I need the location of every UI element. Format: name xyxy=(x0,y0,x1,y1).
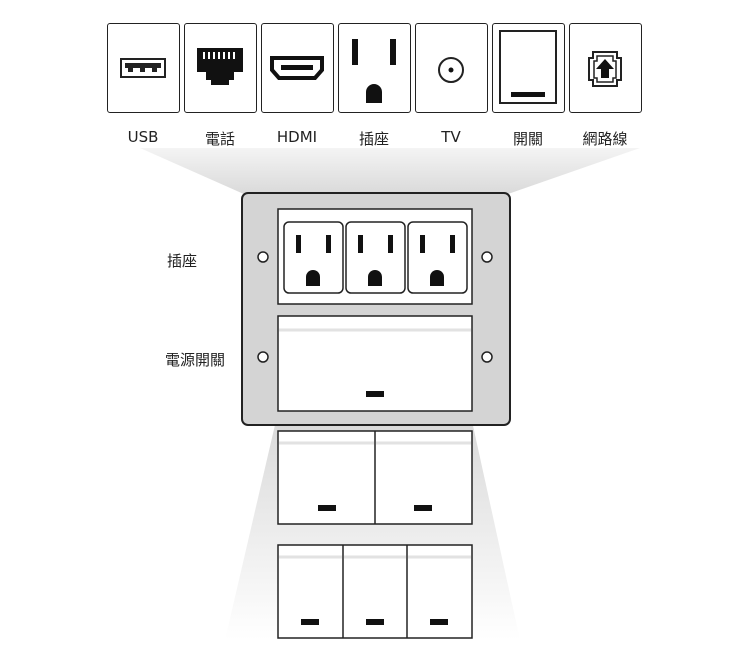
hdmi-port-icon xyxy=(270,56,324,80)
switch-icon-box xyxy=(492,23,565,113)
icon-label-outlet: 插座 xyxy=(358,130,389,148)
screw-icon xyxy=(257,351,269,363)
icon-label-network: 網路線 xyxy=(582,130,628,148)
icon-label-hdmi: HDMI xyxy=(276,128,318,146)
icon-label-telephone: 電話 xyxy=(204,130,235,148)
screw-icon xyxy=(481,351,493,363)
telephone-jack-icon xyxy=(197,48,243,85)
switch-icon xyxy=(499,30,557,104)
power-outlet-icon xyxy=(352,39,396,103)
screw-icon xyxy=(481,251,493,263)
icon-label-tv: TV xyxy=(441,128,461,146)
tv-icon-box xyxy=(415,23,488,113)
power-outlet-icon xyxy=(283,221,344,294)
power-switch-triple xyxy=(277,544,473,639)
outlet-icon-box xyxy=(338,23,411,113)
network-jack-icon xyxy=(588,51,622,87)
power-switch-single xyxy=(277,315,473,412)
icon-label-usb: USB xyxy=(127,128,159,146)
power-switch-double xyxy=(277,430,473,525)
power-outlet-icon xyxy=(407,221,468,294)
telephone-icon-box xyxy=(184,23,257,113)
outlet-side-label: 插座 xyxy=(167,252,198,270)
power-outlet-icon xyxy=(345,221,406,294)
hdmi-icon-box xyxy=(261,23,334,113)
icon-label-switch: 開關 xyxy=(512,130,543,148)
screw-icon xyxy=(257,251,269,263)
usb-port-icon xyxy=(120,58,166,78)
tv-coax-icon xyxy=(438,57,464,83)
switch-side-label: 電源開關 xyxy=(165,351,226,369)
top-beam xyxy=(140,148,640,195)
usb-icon-box xyxy=(107,23,180,113)
network-icon-box xyxy=(569,23,642,113)
